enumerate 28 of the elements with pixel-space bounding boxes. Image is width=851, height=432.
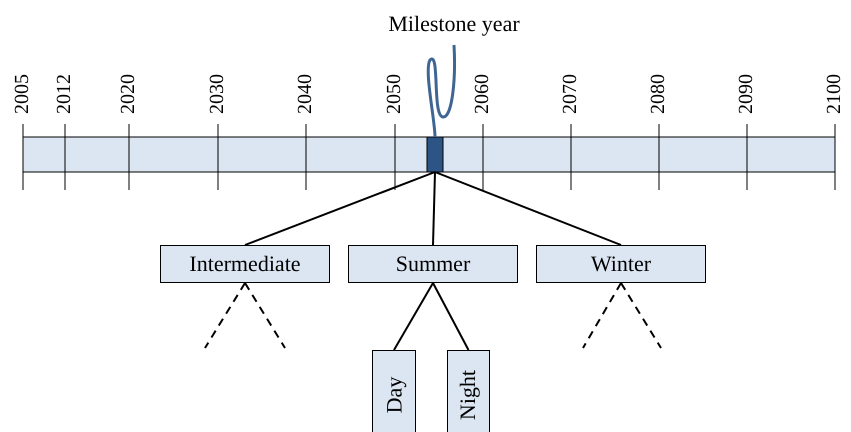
season-box: Winter <box>536 245 706 283</box>
year-label: 2030 <box>206 74 229 114</box>
season-box: Summer <box>348 245 518 283</box>
dashed-line <box>244 282 286 349</box>
dashed-line <box>620 282 662 349</box>
dashed-line <box>582 282 622 348</box>
connector-line <box>434 171 622 246</box>
year-label: 2040 <box>294 74 317 114</box>
connector-line <box>432 282 470 350</box>
year-label: 2090 <box>735 74 758 114</box>
year-label: 2070 <box>559 74 582 114</box>
year-label: 2012 <box>53 74 76 114</box>
year-label: 2080 <box>647 74 670 114</box>
dashed-line <box>204 282 246 349</box>
year-label: 2050 <box>383 74 406 114</box>
caption-text: Milestone year <box>378 8 530 40</box>
leader-line <box>426 44 456 138</box>
period-box: Day <box>372 350 416 432</box>
year-label: 2100 <box>823 74 846 114</box>
year-label: 2005 <box>11 74 34 114</box>
milestone-block <box>426 136 444 172</box>
season-box: Intermediate <box>160 245 330 283</box>
period-box: Night <box>447 350 490 432</box>
connector-line <box>432 172 436 246</box>
year-label: 2020 <box>117 74 140 114</box>
year-label: 2060 <box>471 74 494 114</box>
connector-line <box>244 171 436 246</box>
connector-line <box>393 282 434 350</box>
